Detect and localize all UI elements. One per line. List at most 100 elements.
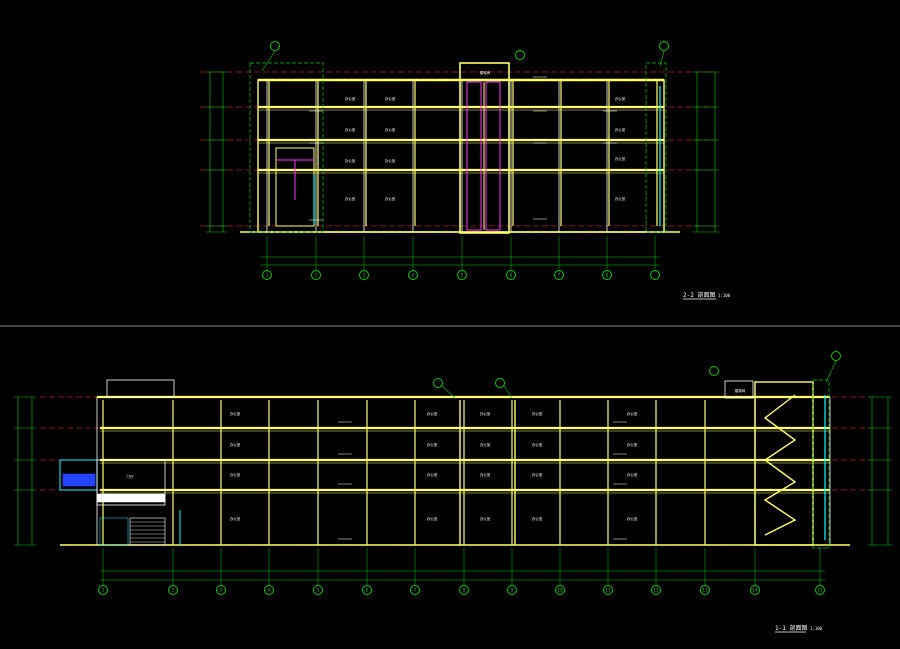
room-label: 办公室 <box>627 516 638 521</box>
room-label: 办公室 <box>230 442 241 447</box>
leader-line <box>503 385 513 399</box>
axis-bubble-label: 6 <box>510 273 513 279</box>
axis-bubble-label: 8 <box>606 273 609 279</box>
room-label: 办公室 <box>480 516 491 521</box>
axis-bubble <box>98 585 108 595</box>
room-label: 办公室 <box>427 411 438 416</box>
axis-bubble-top-left <box>270 41 280 51</box>
room-label: 办公室 <box>385 96 396 101</box>
axis-bubble-label: 5 <box>317 588 320 594</box>
leader-line <box>261 50 276 72</box>
axis-bubble <box>507 585 517 595</box>
axis-bubble-label: 15 <box>817 588 823 594</box>
axis-bubble-label: 6 <box>366 588 369 594</box>
room-label: 办公室 <box>615 127 626 132</box>
axis-bubble <box>459 585 469 595</box>
axis-bubble-label: 11 <box>605 588 611 594</box>
room-label: 办公室 <box>480 411 491 416</box>
axis-bubble <box>750 585 760 595</box>
axis-bubble <box>410 585 420 595</box>
room-label: 办公室 <box>230 472 241 477</box>
room-label: 办公室 <box>427 442 438 447</box>
room-label: 办公室 <box>627 472 638 477</box>
entrance-steps <box>129 517 166 546</box>
room-label: 办公室 <box>532 442 543 447</box>
entrance-lobby <box>96 459 166 506</box>
room-label: 办公室 <box>230 516 241 521</box>
room-label: 办公室 <box>385 196 396 201</box>
upper-section-scale: 1:100 <box>718 293 731 298</box>
room-label: 办公室 <box>532 411 543 416</box>
upper-section-title: 2-2 剖面图 <box>683 291 715 299</box>
room-label-roof: 楼梯间 <box>735 388 746 393</box>
axis-bubble-label: 5 <box>461 273 464 279</box>
axis-bubble <box>264 585 274 595</box>
axis-bubble <box>262 270 272 280</box>
room-label: 办公室 <box>427 472 438 477</box>
room-label: 办公室 <box>385 127 396 132</box>
entrance-beam <box>96 493 166 503</box>
leader-line <box>825 360 837 383</box>
stair-flight-zigzag <box>763 394 797 536</box>
room-label: 办公室 <box>480 442 491 447</box>
room-label: 办公室 <box>615 96 626 101</box>
axis-bubble-top <box>495 378 505 388</box>
axis-bubble <box>408 270 418 280</box>
right-stair-outline <box>645 62 667 233</box>
room-label: 办公室 <box>627 411 638 416</box>
axis-bubble <box>313 585 323 595</box>
room-label: 办公室 <box>532 516 543 521</box>
axis-bubble-label: 1 <box>102 588 105 594</box>
axis-bubble-label: 7 <box>414 588 417 594</box>
axis-bubble-top <box>831 351 841 361</box>
axis-bubble <box>700 585 710 595</box>
axis-bubble-label: 2 <box>315 273 318 279</box>
lower-section-scale: 1:100 <box>810 626 823 631</box>
axis-bubble <box>311 270 321 280</box>
room-label: 办公室 <box>627 442 638 447</box>
left-stair-outline <box>249 62 324 233</box>
axis-bubble-label: 14 <box>752 588 758 594</box>
room-label: 办公室 <box>230 411 241 416</box>
leader-line <box>441 385 456 399</box>
axis-bubble-label: 13 <box>702 588 708 594</box>
section-1-1-drawing: 楼梯间门厅办公室办公室办公室办公室办公室办公室办公室办公室办公室办公室办公室办公… <box>14 351 892 595</box>
room-label: 办公室 <box>345 96 356 101</box>
axis-bubble <box>555 585 565 595</box>
door-panel <box>99 517 129 546</box>
axis-bubble <box>651 585 661 595</box>
room-label: 办公室 <box>480 472 491 477</box>
axis-bubble-label: 9 <box>511 588 514 594</box>
lower-section-title: 1-1 剖面图 <box>775 624 807 632</box>
room-label: 办公室 <box>427 516 438 521</box>
axis-bubble-label: 8 <box>463 588 466 594</box>
room-label: 办公室 <box>345 196 356 201</box>
axis-bubble <box>815 585 825 595</box>
elevator-shaft-right <box>485 81 501 231</box>
leader-line <box>659 50 665 67</box>
axis-bubble-top-mid <box>515 50 525 60</box>
stair-outline <box>812 379 830 549</box>
axis-bubble-label: 10 <box>557 588 563 594</box>
axis-bubble-label: 4 <box>268 588 271 594</box>
axis-bubble-label: 7 <box>558 273 561 279</box>
room-label: 办公室 <box>385 158 396 163</box>
axis-bubble <box>554 270 564 280</box>
axis-bubble <box>457 270 467 280</box>
room-label: 办公室 <box>345 158 356 163</box>
axis-bubble <box>506 270 516 280</box>
axis-bubble <box>359 270 369 280</box>
room-label: 办公室 <box>532 472 543 477</box>
axis-bubble <box>650 270 660 280</box>
room-label: 办公室 <box>615 156 626 161</box>
axis-bubble <box>602 270 612 280</box>
axis-bubble-top <box>709 366 719 376</box>
room-label-lobby: 门厅 <box>127 474 134 479</box>
axis-bubble-top-right <box>659 41 669 51</box>
section-2-2-drawing: 办公室办公室办公室办公室办公室办公室办公室办公室办公室办公室办公室办公室楼梯间1… <box>200 41 719 280</box>
axis-bubble-label: 4 <box>412 273 415 279</box>
room-label: 办公室 <box>345 127 356 132</box>
axis-bubble-label: 12 <box>653 588 659 594</box>
axis-bubble-label: 1 <box>266 273 269 279</box>
